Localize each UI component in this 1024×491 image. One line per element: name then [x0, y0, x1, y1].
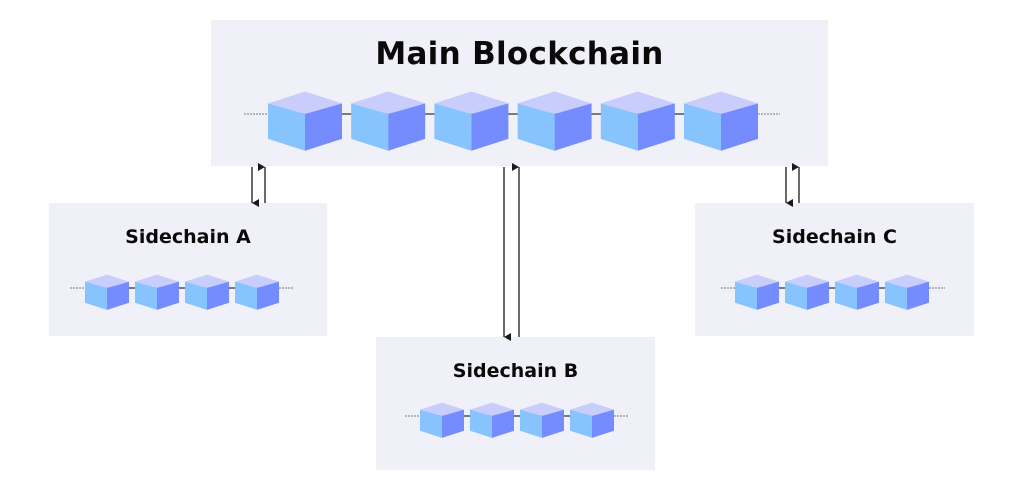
- block-icon: [735, 274, 779, 310]
- block-icon: [600, 91, 675, 151]
- sidechain-c-panel: Sidechain C: [695, 203, 974, 336]
- sidechain-a-title: Sidechain A: [125, 226, 251, 248]
- main-chain: [244, 91, 780, 151]
- block-icon: [785, 274, 829, 310]
- sidechain-c-chain: [721, 274, 945, 310]
- sidechain-b-panel: Sidechain B: [376, 337, 655, 470]
- block-icon: [268, 91, 342, 151]
- block-icon: [885, 274, 929, 310]
- block-icon: [434, 91, 509, 151]
- block-icon: [684, 91, 758, 151]
- sidechain-a-panel: Sidechain A: [49, 203, 327, 336]
- block-icon: [85, 274, 129, 310]
- block-icon: [351, 91, 426, 151]
- block-icon: [517, 91, 592, 151]
- block-icon: [470, 402, 514, 438]
- block-icon: [570, 402, 614, 438]
- block-icon: [135, 274, 179, 310]
- block-icon: [520, 402, 564, 438]
- sidechain-a-chain: [70, 274, 294, 310]
- sidechain-c-title: Sidechain C: [772, 226, 897, 248]
- sidechain-b-title: Sidechain B: [452, 360, 579, 382]
- block-icon: [185, 274, 229, 310]
- main-blockchain-title: Main Blockchain: [375, 36, 664, 72]
- block-icon: [835, 274, 879, 310]
- block-icon: [235, 274, 279, 310]
- sidechain-b-chain: [405, 402, 629, 438]
- block-icon: [420, 402, 464, 438]
